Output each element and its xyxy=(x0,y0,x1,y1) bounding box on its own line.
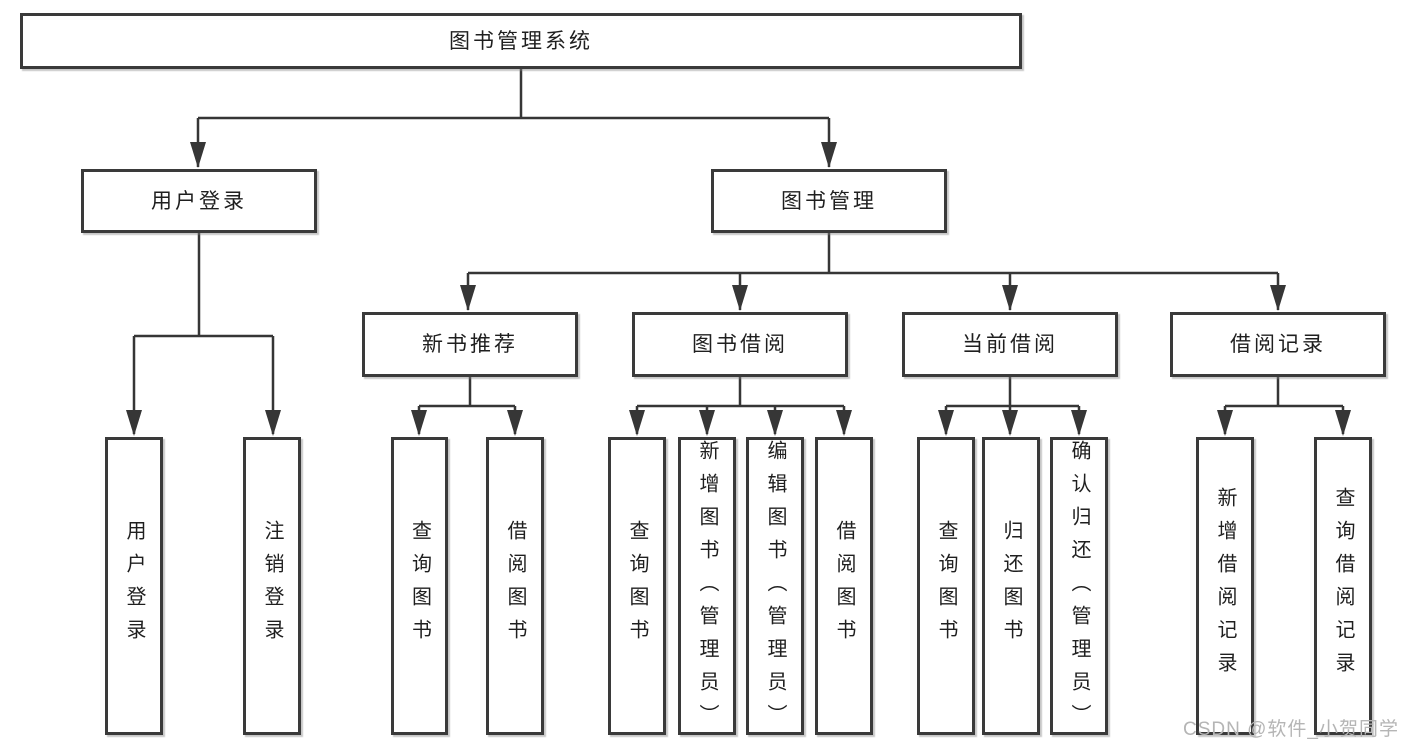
leaf-add-borrow-record: 新增借阅记录 xyxy=(1196,437,1254,735)
leaf-query-books-recommend: 查询图书 xyxy=(391,437,448,735)
leaf-edit-book-admin: 编辑图书（管理员） xyxy=(746,437,804,737)
leaf-query-books-borrow: 查询图书 xyxy=(608,437,666,735)
node-book-borrow: 图书借阅 xyxy=(632,312,848,377)
csdn-watermark: CSDN @软件_小贺同学 xyxy=(1183,719,1399,740)
leaf-query-borrow-record: 查询借阅记录 xyxy=(1314,437,1372,735)
node-new-book-recommend: 新书推荐 xyxy=(362,312,578,377)
leaf-confirm-return-admin: 确认归还（管理员） xyxy=(1050,437,1108,737)
connector-paths xyxy=(132,69,1345,434)
node-borrow-records: 借阅记录 xyxy=(1170,312,1386,377)
leaf-borrow-book: 借阅图书 xyxy=(815,437,873,735)
leaf-query-books-current: 查询图书 xyxy=(917,437,975,735)
node-user-login-module: 用户登录 xyxy=(81,169,317,233)
leaf-borrow-books-recommend: 借阅图书 xyxy=(486,437,544,735)
node-book-management-module: 图书管理 xyxy=(711,169,947,233)
leaf-user-login: 用户登录 xyxy=(105,437,163,735)
node-root-system: 图书管理系统 xyxy=(20,13,1022,69)
leaf-add-book-admin: 新增图书（管理员） xyxy=(678,437,736,737)
node-current-borrow: 当前借阅 xyxy=(902,312,1118,377)
arrowheads xyxy=(126,142,1351,436)
leaf-return-book: 归还图书 xyxy=(982,437,1040,735)
leaf-logout: 注销登录 xyxy=(243,437,301,735)
